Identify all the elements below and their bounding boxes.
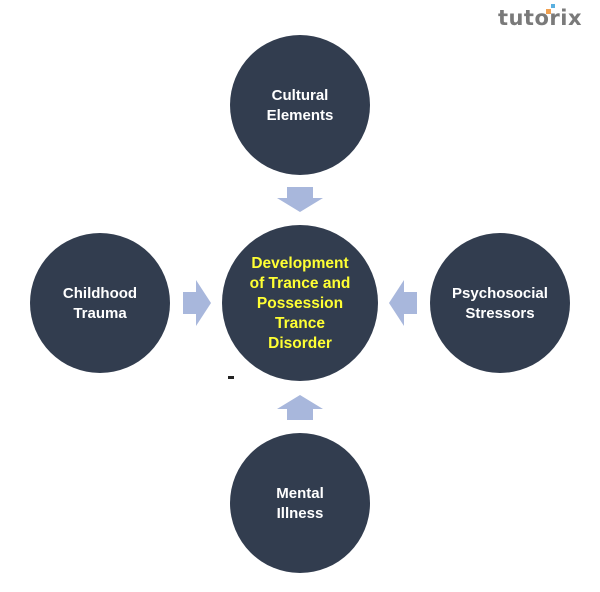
node-label: Illness — [277, 505, 324, 522]
stray-mark — [228, 376, 234, 379]
node-left: Childhood Trauma — [30, 233, 170, 373]
center-label: Development — [251, 255, 348, 272]
center-label: Possession — [257, 295, 343, 312]
node-label: Psychosocial — [452, 285, 548, 302]
center-label: of Trance and — [250, 275, 351, 292]
center-label: Trance — [275, 315, 325, 332]
node-top: Cultural Elements — [230, 35, 370, 175]
arrow-up-icon — [277, 395, 323, 420]
node-label: Elements — [267, 107, 334, 124]
tutorix-logo: tutorix — [497, 6, 582, 30]
node-label: Stressors — [465, 305, 534, 322]
node-center: Development of Trance and Possession Tra… — [222, 225, 378, 381]
arrow-left-icon — [389, 280, 417, 326]
arrow-down-icon — [277, 187, 323, 212]
logo-dot — [551, 4, 555, 8]
node-label: Cultural — [272, 87, 329, 104]
node-bottom: Mental Illness — [230, 433, 370, 573]
node-label: Childhood — [63, 285, 137, 302]
center-label: Disorder — [268, 335, 332, 352]
arrow-right-icon — [183, 280, 211, 326]
node-label: Trauma — [73, 305, 127, 322]
node-label: Mental — [276, 485, 324, 502]
node-right: Psychosocial Stressors — [430, 233, 570, 373]
logo-dot — [546, 9, 551, 14]
